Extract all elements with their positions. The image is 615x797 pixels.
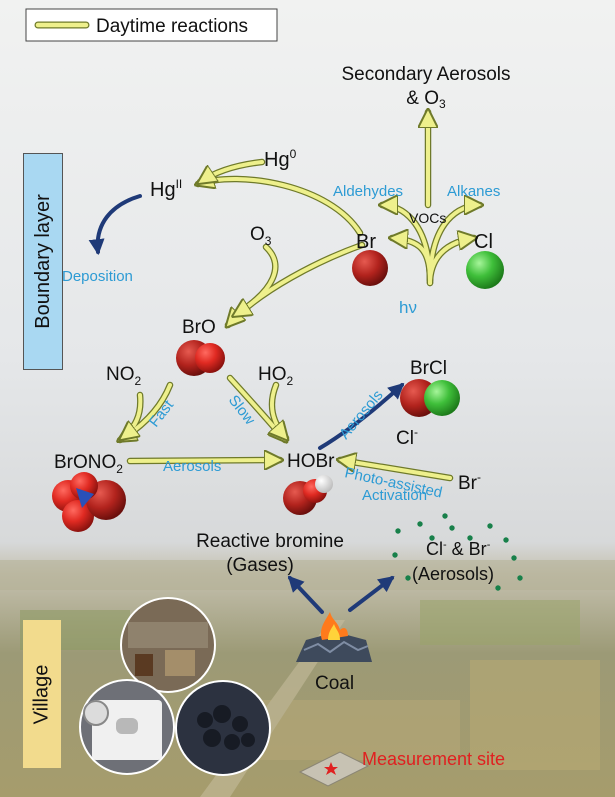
aerosol-particles	[392, 513, 523, 591]
coal-to-aerosols-arrow	[348, 576, 395, 612]
no2-label: NO2	[106, 364, 142, 388]
aerosol-uptake-arrow	[318, 382, 405, 450]
photo-house-inset	[120, 597, 216, 693]
hg2-label: HgII	[150, 177, 182, 201]
legend-label: Daytime reactions	[96, 16, 248, 37]
br-atom	[352, 250, 388, 286]
vocs-label: VOCs	[409, 210, 446, 226]
brono2-molecule	[52, 472, 126, 532]
measurement-site	[298, 751, 370, 787]
village-label: Village	[30, 664, 53, 724]
coal-label: Coal	[315, 673, 354, 694]
aerosols-bottom-label: Aerosols	[163, 458, 221, 475]
legend: Daytime reactions	[25, 8, 278, 42]
secondary-aerosols-o3-label: & O3	[406, 88, 446, 111]
bro-molecule	[176, 340, 225, 376]
secondary-aerosols-label: Secondary Aerosols	[342, 64, 511, 85]
star-icon	[324, 762, 338, 775]
br-minus-label: Br-	[458, 470, 481, 494]
photo-coal-inset	[175, 680, 271, 776]
gases-label: (Gases)	[226, 555, 294, 576]
ho2-label: HO2	[258, 364, 294, 388]
field-texture	[0, 560, 615, 797]
reactive-bromine-label: Reactive bromine	[196, 531, 344, 552]
hg0-label: Hg0	[264, 147, 297, 171]
activation-label: Activation	[362, 487, 427, 504]
cl-atom	[466, 251, 504, 289]
deposition-label: Deposition	[62, 268, 133, 285]
hv-label: hν	[399, 298, 417, 317]
cl-br-aerosols-label: Cl- & Br-	[426, 539, 491, 559]
deposition-arrow	[88, 194, 142, 256]
brcl-molecule	[400, 379, 460, 417]
cl-label: Cl	[474, 231, 493, 253]
bro-label: BrO	[182, 317, 216, 338]
village-bar: Village	[23, 620, 61, 768]
coal-pile	[296, 612, 372, 662]
boundary-layer-label: Boundary layer	[31, 194, 54, 329]
daytime-reaction-arrows	[120, 112, 480, 482]
cl-minus-label: Cl-	[396, 425, 418, 449]
measurement-site-label: Measurement site	[362, 749, 505, 769]
coal-to-gases-arrow	[287, 575, 324, 614]
brono2-label: BrONO2	[54, 452, 123, 476]
brcl-label: BrCl	[410, 358, 447, 379]
photo-stove-inset	[79, 679, 175, 775]
hobr-molecule	[283, 475, 333, 515]
dark-arrows	[88, 194, 405, 614]
boundary-layer-bar: Boundary layer	[23, 153, 63, 370]
br-label: Br	[356, 231, 376, 253]
o3-label: O3	[250, 224, 272, 248]
hobr-label: HOBr	[287, 451, 335, 472]
aerosols-paren-label: (Aerosols)	[412, 564, 494, 584]
aldehydes-label: Aldehydes	[333, 183, 403, 200]
alkanes-label: Alkanes	[447, 183, 500, 200]
